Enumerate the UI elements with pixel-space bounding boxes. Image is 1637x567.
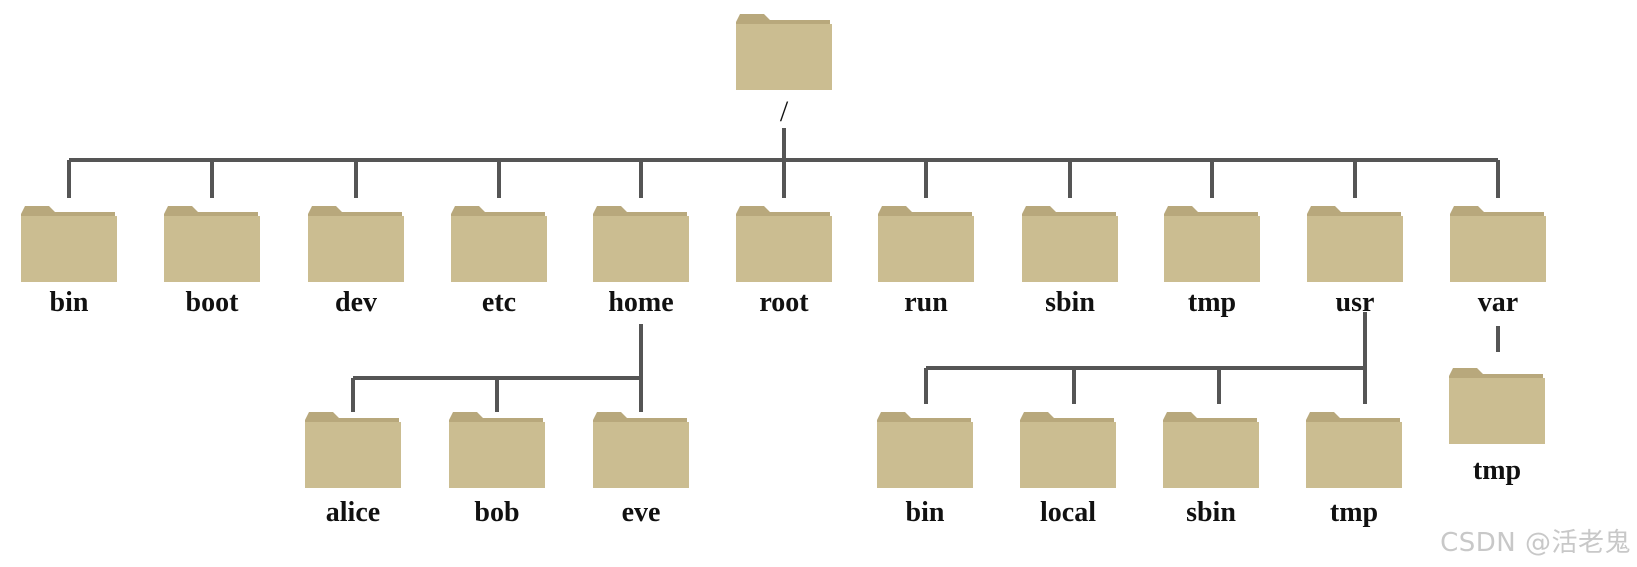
home-eve-folder-tab	[593, 412, 687, 424]
dir-run-folder-body	[878, 216, 974, 282]
dir-etc-label: etc	[482, 287, 516, 318]
home-eve-folder-icon	[593, 412, 689, 488]
dir-etc-folder-tab	[451, 206, 545, 218]
usr-local-label: local	[1040, 497, 1096, 528]
dir-dev-folder-body	[308, 216, 404, 282]
dir-home-folder-body	[593, 216, 689, 282]
dir-var-folder-icon	[1450, 206, 1546, 282]
dir-sbin-folder-body	[1022, 216, 1118, 282]
dir-run-label: run	[904, 287, 948, 318]
dir-run-folder-icon	[878, 206, 974, 282]
usr-tmp-folder-body	[1306, 422, 1402, 488]
dir-var-folder-tab	[1450, 206, 1544, 218]
dir-bin-label: bin	[50, 287, 89, 318]
usr-sbin-folder-body	[1163, 422, 1259, 488]
root-label: /	[780, 95, 789, 128]
usr-tmp-folder-tab	[1306, 412, 1400, 424]
dir-dev-label: dev	[335, 287, 377, 318]
usr-local-folder-tab	[1020, 412, 1114, 424]
dir-tmp-folder-body	[1164, 216, 1260, 282]
dir-tmp-folder-tab	[1164, 206, 1258, 218]
dir-home-folder-icon	[593, 206, 689, 282]
home-eve-folder-body	[593, 422, 689, 488]
home-bob-folder-icon	[449, 412, 545, 488]
dir-sbin-folder-icon	[1022, 206, 1118, 282]
dir-boot-label: boot	[186, 287, 240, 318]
usr-bin-label: bin	[906, 497, 945, 528]
dir-bin-folder-body	[21, 216, 117, 282]
dir-boot-folder-icon	[164, 206, 260, 282]
usr-local-folder-body	[1020, 422, 1116, 488]
dir-tmp-folder-icon	[1164, 206, 1260, 282]
home-alice-folder-body	[305, 422, 401, 488]
dir-bin-folder-icon	[21, 206, 117, 282]
dir-usr-folder-icon	[1307, 206, 1403, 282]
dir-root-folder-tab	[736, 206, 830, 218]
var-tmp-label: tmp	[1473, 455, 1521, 486]
usr-sbin-folder-icon	[1163, 412, 1259, 488]
usr-bin-folder-tab	[877, 412, 971, 424]
dir-run-folder-tab	[878, 206, 972, 218]
usr-sbin-folder-tab	[1163, 412, 1257, 424]
root-dir-folder-body	[736, 24, 832, 90]
watermark: CSDN @活老鬼	[1440, 528, 1631, 558]
usr-sbin-label: sbin	[1186, 497, 1236, 528]
root-dir-folder-tab	[736, 14, 830, 26]
dir-boot-folder-tab	[164, 206, 258, 218]
dir-dev-folder-icon	[308, 206, 404, 282]
dir-dev-folder-tab	[308, 206, 402, 218]
dir-usr-folder-tab	[1307, 206, 1401, 218]
home-alice-label: alice	[326, 497, 380, 528]
dir-etc-folder-body	[451, 216, 547, 282]
usr-tmp-label: tmp	[1330, 497, 1378, 528]
connector-lines	[67, 128, 1500, 412]
usr-tmp-folder-icon	[1306, 412, 1402, 488]
dir-usr-folder-body	[1307, 216, 1403, 282]
home-bob-label: bob	[474, 497, 519, 528]
dir-etc-folder-icon	[451, 206, 547, 282]
dir-var-folder-body	[1450, 216, 1546, 282]
dir-bin-folder-tab	[21, 206, 115, 218]
folder-nodes: / bin boot dev etc home root run sbin tmp usr var al…	[21, 14, 1546, 528]
dir-root-folder-icon	[736, 206, 832, 282]
home-alice-folder-tab	[305, 412, 399, 424]
home-eve-label: eve	[622, 497, 661, 528]
dir-sbin-label: sbin	[1045, 287, 1095, 318]
home-bob-folder-tab	[449, 412, 543, 424]
dir-home-label: home	[608, 287, 673, 318]
dir-sbin-folder-tab	[1022, 206, 1116, 218]
dir-var-label: var	[1478, 287, 1518, 318]
dir-tmp-label: tmp	[1188, 287, 1236, 318]
var-tmp-folder-icon	[1449, 368, 1545, 444]
home-bob-folder-body	[449, 422, 545, 488]
dir-boot-folder-body	[164, 216, 260, 282]
usr-bin-folder-body	[877, 422, 973, 488]
dir-home-folder-tab	[593, 206, 687, 218]
home-alice-folder-icon	[305, 412, 401, 488]
dir-usr-label: usr	[1336, 287, 1375, 318]
var-tmp-folder-tab	[1449, 368, 1543, 380]
var-tmp-folder-body	[1449, 378, 1545, 444]
dir-root-label: root	[759, 287, 809, 318]
root-dir-folder-icon	[736, 14, 832, 90]
dir-root-folder-body	[736, 216, 832, 282]
usr-bin-folder-icon	[877, 412, 973, 488]
usr-local-folder-icon	[1020, 412, 1116, 488]
